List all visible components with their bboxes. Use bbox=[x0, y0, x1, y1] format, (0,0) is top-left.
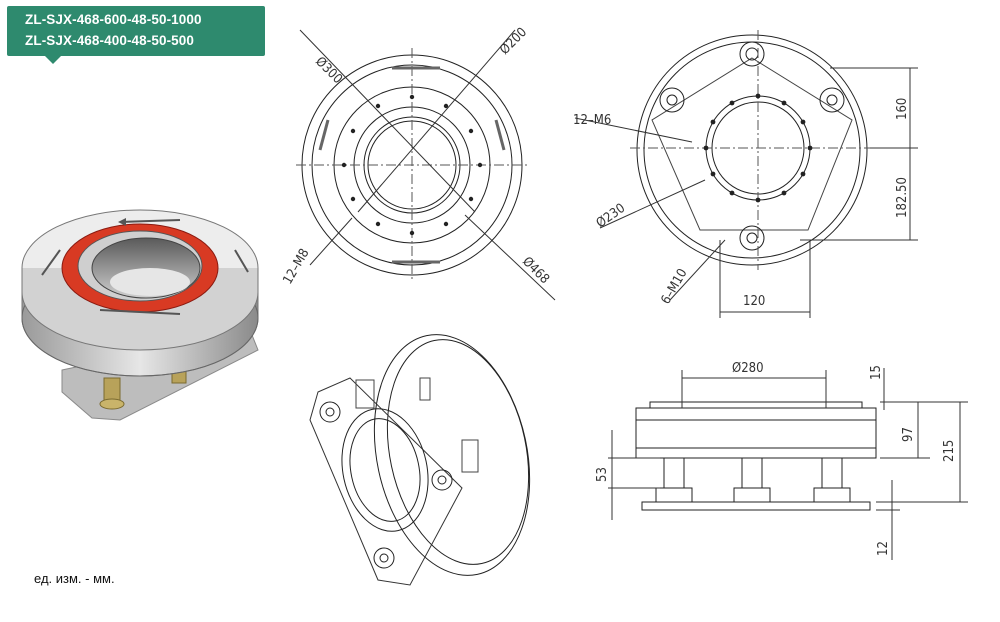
flange-dimension-labels: 12–M6 Ø230 6–M10 160 182.50 120 bbox=[573, 98, 910, 309]
holes-m6-label: 12–M6 bbox=[573, 113, 611, 128]
dim-120-label: 120 bbox=[743, 294, 765, 309]
holes-m8-label: 12–M8 bbox=[280, 246, 312, 287]
dim-d280-label: Ø280 bbox=[732, 361, 764, 376]
dim-182-label: 182.50 bbox=[895, 177, 910, 218]
flange-view bbox=[574, 30, 918, 318]
top-view-hole-circle bbox=[341, 94, 483, 236]
product-render bbox=[21, 209, 259, 421]
dim-160-label: 160 bbox=[895, 98, 910, 120]
isometric-view bbox=[309, 334, 531, 586]
model-title-line-1: ZL-SJX-468-600-48-50-1000 bbox=[25, 12, 202, 27]
model-title-line-2: ZL-SJX-468-400-48-50-500 bbox=[25, 33, 194, 48]
dim-d230-label: Ø230 bbox=[594, 201, 628, 231]
dim-215-label: 215 bbox=[942, 440, 957, 462]
dim-12-label: 12 bbox=[876, 541, 891, 556]
dim-97-label: 97 bbox=[901, 427, 916, 442]
side-view-dimension-labels: Ø280 15 97 215 53 12 bbox=[595, 361, 957, 556]
top-view bbox=[296, 29, 556, 301]
dim-15-label: 15 bbox=[869, 365, 884, 380]
units-note: ед. изм. - мм. bbox=[34, 571, 115, 586]
side-view bbox=[608, 368, 968, 560]
dim-53-label: 53 bbox=[595, 467, 610, 482]
flange-hole-circle bbox=[703, 93, 813, 203]
dim-d200-label: Ø200 bbox=[497, 25, 530, 58]
holes-m10-label: 6–M10 bbox=[658, 266, 690, 307]
model-title-badge: ZL-SJX-468-600-48-50-1000 ZL-SJX-468-400… bbox=[7, 6, 265, 64]
